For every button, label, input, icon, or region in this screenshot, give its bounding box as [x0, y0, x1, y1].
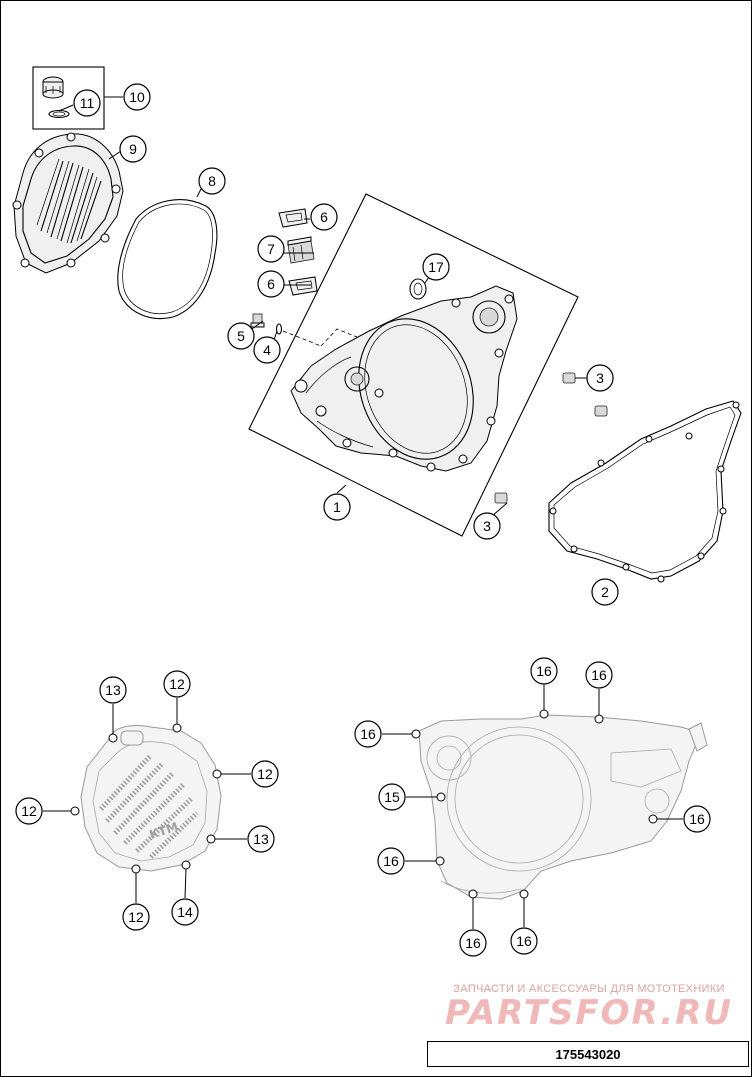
svg-text:6: 6 — [320, 209, 328, 225]
callout-8: 8 — [198, 167, 226, 195]
svg-text:13: 13 — [253, 831, 269, 847]
callout-1: 1 — [323, 493, 351, 521]
callout-4: 4 — [253, 336, 281, 364]
callout-3-lower: 3 — [473, 512, 501, 540]
svg-text:3: 3 — [596, 370, 604, 386]
svg-text:5: 5 — [237, 328, 245, 344]
svg-text:4: 4 — [263, 342, 271, 358]
inspection-seals — [278, 208, 318, 296]
dowel-sleeves — [494, 372, 608, 504]
callout-12-bottom: 12 — [122, 903, 150, 931]
callout-14: 14 — [171, 898, 199, 926]
svg-text:1: 1 — [333, 499, 341, 515]
callout-12-top: 12 — [163, 670, 191, 698]
svg-text:17: 17 — [428, 259, 444, 275]
leader-lines — [43, 96, 683, 929]
callout-16-left-bottom: 16 — [377, 847, 405, 875]
callout-9: 9 — [119, 135, 147, 163]
callout-3-upper: 3 — [586, 364, 614, 392]
callout-16-bottom-left: 16 — [459, 929, 487, 957]
svg-text:12: 12 — [128, 909, 144, 925]
svg-text:15: 15 — [384, 789, 400, 805]
callout-5: 5 — [227, 322, 255, 350]
outer-cover-bolt-view: KTM — [70, 723, 222, 874]
svg-text:12: 12 — [21, 803, 37, 819]
svg-text:16: 16 — [689, 811, 705, 827]
callout-13-top: 13 — [99, 676, 127, 704]
svg-text:6: 6 — [267, 276, 275, 292]
svg-text:16: 16 — [465, 935, 481, 951]
svg-text:9: 9 — [129, 141, 137, 157]
svg-text:12: 12 — [257, 766, 273, 782]
callout-12-right: 12 — [251, 760, 279, 788]
clutch-cover-assembly-frame — [248, 193, 579, 537]
oil-plug-inset — [32, 66, 105, 130]
svg-text:3: 3 — [483, 518, 491, 534]
callout-16-top-right: 16 — [585, 661, 613, 689]
svg-text:8: 8 — [208, 173, 216, 189]
watermark-logo: PARTSFOR.RU — [444, 993, 734, 1033]
svg-text:16: 16 — [360, 726, 376, 742]
outer-clutch-cover — [12, 132, 124, 274]
svg-text:14: 14 — [177, 904, 193, 920]
svg-text:7: 7 — [267, 241, 275, 257]
callout-12-left: 12 — [15, 797, 43, 825]
watermark-tagline: ЗАПЧАСТИ И АКСЕССУАРЫ ДЛЯ МОТОТЕХНИКИ — [453, 983, 725, 995]
callout-16-right: 16 — [683, 805, 711, 833]
clutch-cover-bolt-view — [411, 709, 708, 900]
svg-text:13: 13 — [105, 682, 121, 698]
drawing-number: 175543020 — [555, 1046, 621, 1062]
callout-15: 15 — [378, 783, 406, 811]
callout-16-bottom-right: 16 — [510, 927, 538, 955]
svg-text:16: 16 — [516, 933, 532, 949]
callout-7: 7 — [257, 235, 285, 263]
clutch-cover — [290, 285, 518, 472]
callout-16-left-top: 16 — [354, 720, 382, 748]
callout-10: 10 — [123, 83, 151, 111]
shaft-seal — [409, 278, 427, 300]
svg-text:2: 2 — [601, 584, 609, 600]
callout-6-lower: 6 — [257, 270, 285, 298]
svg-text:10: 10 — [129, 89, 145, 105]
drawing-number-box: 175543020 — [427, 1041, 749, 1067]
clutch-cover-gasket — [548, 400, 742, 583]
svg-text:16: 16 — [536, 663, 552, 679]
callout-13-right: 13 — [247, 825, 275, 853]
svg-text:16: 16 — [591, 667, 607, 683]
callout-17: 17 — [422, 253, 450, 281]
callout-2: 2 — [591, 578, 619, 606]
svg-text:16: 16 — [383, 853, 399, 869]
svg-text:11: 11 — [80, 95, 95, 111]
svg-text:12: 12 — [169, 676, 185, 692]
callout-11: 11 — [73, 89, 101, 117]
callout-6-upper: 6 — [310, 203, 338, 231]
callout-16-top-left: 16 — [530, 657, 558, 685]
outer-cover-gasket — [117, 199, 218, 319]
site-watermark: ЗАПЧАСТИ И АКСЕССУАРЫ ДЛЯ МОТОТЕХНИКИ PA… — [431, 983, 747, 1031]
